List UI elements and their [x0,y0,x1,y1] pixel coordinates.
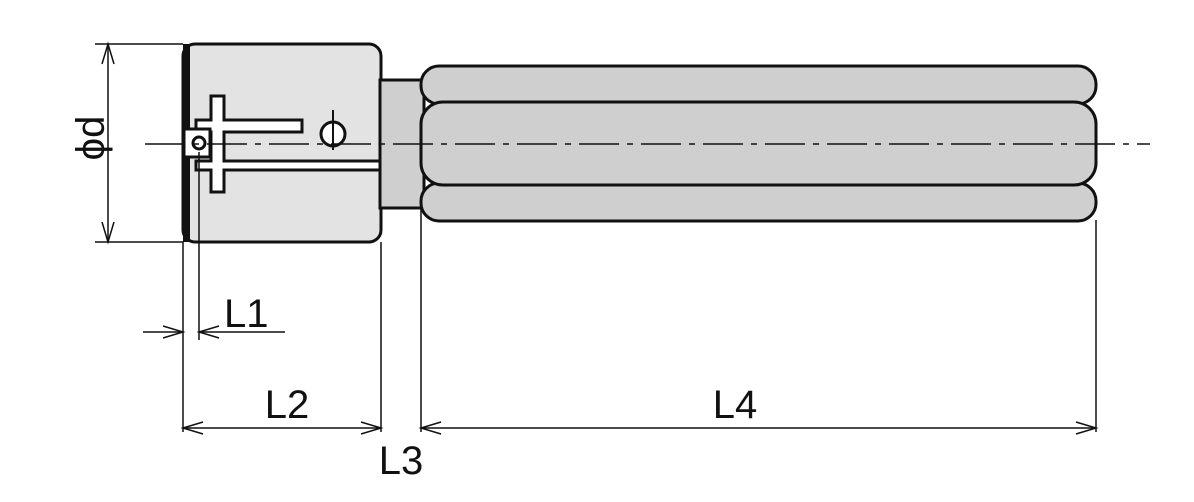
diameter-arrow-bottom [101,221,115,245]
l3-label: L3 [379,439,424,483]
l2-label: L2 [265,383,310,427]
l2-dimension: L2 [180,383,384,435]
insert-hole [191,135,207,151]
shank-bottom-flat [419,181,1098,223]
shank-top-flat [419,64,1098,106]
l1-dimension: L1 [143,292,285,339]
diameter-label: ϕd [69,116,113,161]
hex-shank [419,64,1098,223]
l4-label: L4 [713,383,758,427]
tool-head [181,42,383,244]
l3-dimension: L3 [379,439,424,483]
diameter-arrow-top [101,41,115,65]
l1-label: L1 [224,292,269,336]
diameter-dimension: ϕd [69,41,183,245]
l4-dimension: L4 [418,383,1099,435]
